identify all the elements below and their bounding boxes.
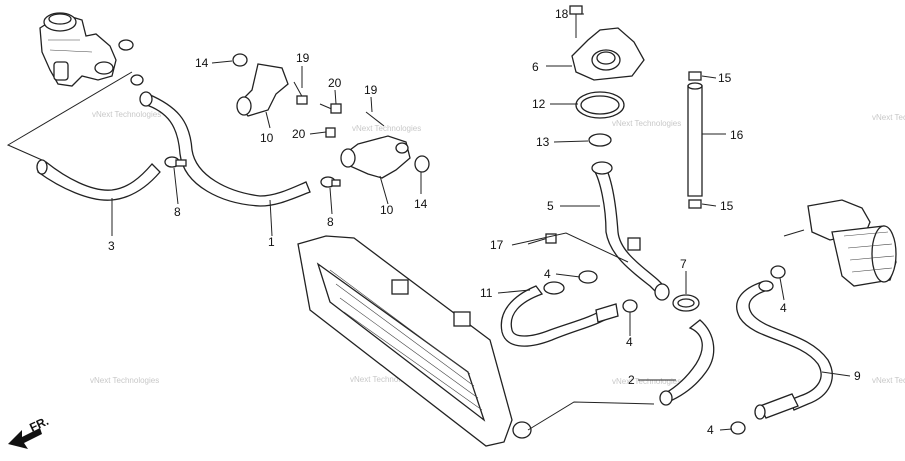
hose-1 (139, 91, 311, 207)
hose-11 (500, 281, 619, 347)
watermark: vNext Technologies (872, 376, 905, 385)
watermark: vNext Technologies (352, 124, 421, 133)
callout-8: 8 (174, 205, 181, 219)
callout-4: 4 (707, 423, 714, 437)
callout-13: 13 (536, 135, 550, 149)
callout-17: 17 (490, 238, 504, 252)
hose-16 (687, 71, 703, 209)
hose-3 (36, 159, 161, 201)
bolt-19-left (293, 81, 308, 105)
callout-19: 19 (296, 51, 310, 65)
clamp-4-lower (622, 299, 638, 313)
joint-10-left (236, 63, 289, 117)
callout-10: 10 (260, 131, 274, 145)
leader-lines (111, 13, 851, 431)
clamp-4-middle (578, 270, 598, 284)
callout-3: 3 (108, 239, 115, 253)
callout-14: 14 (195, 56, 209, 70)
callout-11: 11 (480, 286, 493, 300)
callout-5: 5 (547, 199, 554, 213)
callout-1: 1 (268, 235, 275, 249)
arrow-left-icon (8, 428, 42, 449)
thermostat-cover-6 (571, 27, 645, 81)
watermarks: vNext Technologies vNext Technologies vN… (90, 110, 905, 386)
callout-16: 16 (730, 128, 744, 142)
callout-18: 18 (555, 7, 569, 21)
o-ring-14-right (414, 155, 430, 173)
front-direction-indicator: FR. (8, 414, 51, 449)
bolt-20-top (319, 103, 342, 114)
callout-labels: 14 19 20 19 20 10 10 14 8 8 3 1 18 6 12 … (108, 7, 861, 437)
watermark: vNext Technologies (612, 377, 681, 386)
callout-9: 9 (854, 369, 861, 383)
callout-4: 4 (626, 335, 633, 349)
callout-19: 19 (364, 83, 378, 97)
direction-label: FR. (27, 414, 50, 435)
clamp-top-left (130, 74, 144, 86)
callout-20: 20 (328, 76, 342, 90)
clamp-4-right-lower (730, 421, 746, 435)
o-ring-13 (588, 133, 612, 147)
bolt-19-right (365, 111, 385, 127)
hose-9 (736, 280, 833, 420)
watermark: vNext Technologies (612, 119, 681, 128)
watermark: vNext Technologies (90, 376, 159, 385)
watermark: vNext Technologies (350, 375, 419, 384)
bolt-18 (569, 5, 583, 38)
clamp-8-right (320, 176, 341, 188)
clamp-5-upper (627, 237, 641, 251)
radiator (297, 235, 532, 447)
hose-2 (659, 319, 715, 406)
clamp-7 (672, 294, 700, 312)
o-ring-14-left (232, 53, 248, 67)
joint-10-right (340, 135, 411, 179)
bolt-20-lower (325, 127, 336, 138)
watermark: vNext Technologies (92, 110, 161, 119)
callout-7: 7 (680, 257, 687, 271)
callout-20: 20 (292, 127, 306, 141)
clamp-8-left (164, 156, 187, 168)
water-pump-housing (39, 12, 134, 87)
callout-14: 14 (414, 197, 428, 211)
clamp-4-right-upper (770, 265, 786, 279)
oil-filter (783, 199, 897, 287)
callout-12: 12 (532, 97, 546, 111)
callout-8: 8 (327, 215, 334, 229)
callout-10: 10 (380, 203, 394, 217)
hose-5 (591, 161, 670, 301)
bolt-17 (527, 233, 557, 245)
callout-15: 15 (720, 199, 734, 213)
callout-4: 4 (544, 267, 551, 281)
callout-4: 4 (780, 301, 787, 315)
callout-6: 6 (532, 60, 539, 74)
gasket-12 (575, 91, 625, 119)
callout-2: 2 (628, 373, 635, 387)
callout-15: 15 (718, 71, 732, 85)
watermark: vNext Technologies (872, 113, 905, 122)
